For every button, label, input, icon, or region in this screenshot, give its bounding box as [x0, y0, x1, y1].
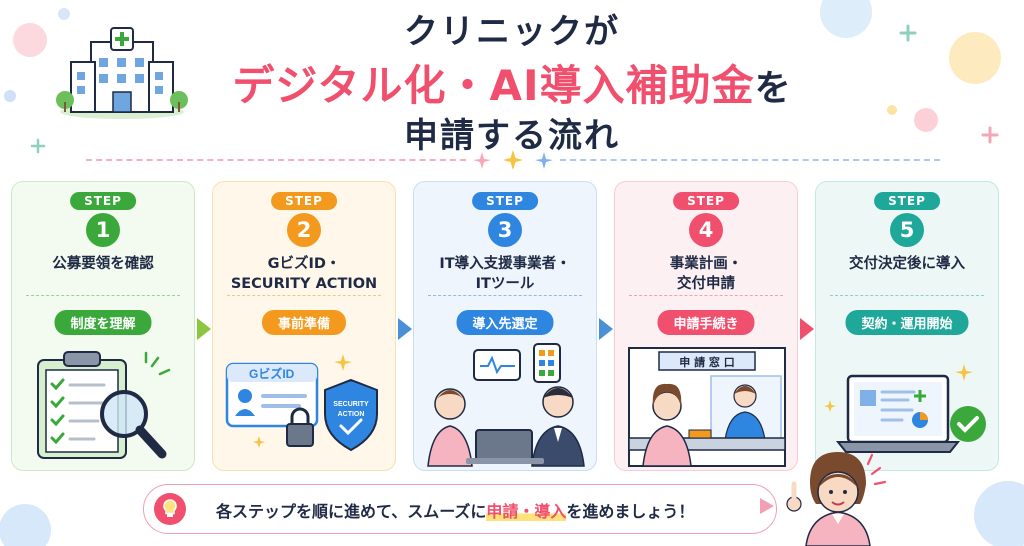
step-title-line1: 交付決定後に導入 — [849, 256, 965, 272]
step-title-line1: 公募要領を確認 — [52, 256, 154, 272]
step-card-5: STEP 5 交付決定後に導入 契約・運用開始 — [815, 181, 999, 471]
window-sign: 申 請 窓 口 — [679, 355, 735, 369]
flow-arrow-3 — [599, 318, 613, 340]
step-sub-label: 契約・運用開始 — [845, 310, 969, 335]
banner-highlight: 申請・導入 — [486, 502, 567, 521]
shield-text-line2: ACTION — [338, 411, 365, 418]
step-number: 1 — [86, 213, 120, 247]
gbizid-card-label: GビズID — [249, 366, 295, 381]
step-number: 5 — [890, 213, 924, 247]
step-title-line2: 交付申請 — [677, 276, 735, 292]
clipboard-magnifier-icon — [37, 351, 171, 459]
step-title-line2: ITツール — [475, 276, 535, 292]
flow-arrow-2 — [398, 318, 412, 340]
step-number: 3 — [488, 213, 522, 247]
step-number: 4 — [689, 213, 723, 247]
banner-tail — [760, 498, 774, 514]
title-line2: デジタル化・AI導入補助金を — [0, 52, 1024, 113]
hospital-icon — [56, 27, 188, 119]
divider-right — [560, 159, 940, 161]
tip-banner: 各ステップを順に進めて、スムーズに申請・導入を進めましょう！ — [143, 484, 777, 534]
title-line1: クリニックが — [404, 12, 620, 52]
flow-arrow-1 — [197, 318, 211, 340]
step-sub-label: 申請手続き — [657, 310, 755, 335]
card-divider — [428, 295, 582, 296]
step-title: GビズID・ SECURITY ACTION — [217, 254, 391, 294]
card-divider — [26, 295, 180, 296]
step-title: IT導入支援事業者・ ITツール — [418, 254, 592, 294]
step-title-line1: GビズID・ — [267, 256, 341, 272]
card-divider — [830, 295, 984, 296]
step-sub-label: 事前準備 — [261, 310, 347, 335]
application-window-illustration: 申 請 窓 口 — [628, 347, 786, 467]
step-title: 公募要領を確認 — [16, 254, 190, 274]
step-pill: STEP — [874, 192, 940, 210]
step-card-2: STEP 2 GビズID・ SECURITY ACTION 事前準備 GビズID … — [212, 181, 396, 471]
banner-suffix: を進めましょう！ — [566, 502, 695, 521]
step-title: 事業計画・交付申請 — [619, 254, 793, 294]
step-number: 2 — [287, 213, 321, 247]
title-highlight: デジタル化・AI導入補助金 — [232, 61, 755, 110]
step-sub-label: 導入先選定 — [456, 310, 554, 335]
step-title: 交付決定後に導入 — [820, 254, 994, 274]
gbizid-security-icon: GビズID SECURITY ACTION — [225, 354, 378, 452]
banner-text: 各ステップを順に進めて、スムーズに申請・導入を進めましょう！ — [216, 498, 694, 522]
step-pill: STEP — [70, 192, 136, 210]
step-card-3: STEP 3 IT導入支援事業者・ ITツール 導入先選定 — [413, 181, 597, 471]
nurse-character-illustration — [786, 452, 887, 546]
lightbulb-icon — [154, 493, 186, 525]
card-divider — [227, 295, 381, 296]
step-title-line1: 事業計画・ — [669, 256, 743, 272]
consultation-illustration — [427, 343, 585, 467]
step-card-1: STEP 1 公募要領を確認 制度を理解 — [11, 181, 195, 471]
step-card-4: STEP 4 事業計画・交付申請 申請手続き 申 請 窓 口 — [614, 181, 798, 471]
banner-prefix: 各ステップを順に進めて、スムーズに — [216, 502, 487, 521]
step-pill: STEP — [673, 192, 739, 210]
step-sub-label: 制度を理解 — [54, 310, 152, 335]
card-divider — [629, 295, 783, 296]
title-particle: を — [754, 68, 792, 109]
flow-arrow-4 — [800, 318, 814, 340]
title-line3: 申請する流れ — [404, 116, 620, 156]
step-pill: STEP — [271, 192, 337, 210]
laptop-check-icon — [824, 364, 986, 453]
step-title-line2: SECURITY ACTION — [230, 276, 378, 292]
sparkle-icons — [473, 150, 553, 170]
step-pill: STEP — [472, 192, 538, 210]
shield-text-line1: SECURITY — [333, 401, 369, 408]
divider-left — [86, 159, 466, 161]
step-title-line1: IT導入支援事業者・ — [439, 256, 571, 272]
